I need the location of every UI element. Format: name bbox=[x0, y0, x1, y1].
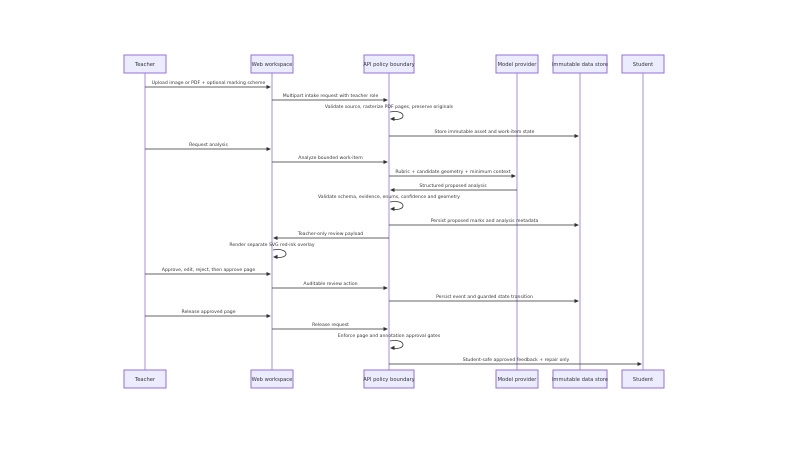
actor-label-model-top: Model provider bbox=[498, 62, 538, 68]
message-17: Enforce page and annotation approval gat… bbox=[338, 333, 441, 350]
message-3: Store immutable asset and work-item stat… bbox=[389, 129, 579, 138]
arrowhead-icon bbox=[383, 98, 388, 102]
message-label: Approve, edit, reject, then approve page bbox=[162, 267, 256, 273]
actor-box-student-top bbox=[621, 54, 665, 74]
arrowhead-icon bbox=[273, 236, 278, 240]
arrowhead-icon bbox=[266, 147, 271, 151]
actor-label-web-top: Web workspace bbox=[252, 62, 293, 68]
actors-top: Teacher Web workspace API policy boundary M… bbox=[123, 54, 665, 74]
message-label: Store immutable asset and work-item stat… bbox=[435, 129, 535, 135]
actor-label-teacher-bottom: Teacher bbox=[134, 377, 156, 383]
self-message-line bbox=[389, 111, 404, 120]
actor-box-store-bottom bbox=[552, 369, 608, 389]
arrowhead-icon bbox=[637, 362, 642, 366]
message-5: Analyze bounded work-item bbox=[272, 155, 388, 164]
arrowhead-icon bbox=[383, 160, 388, 164]
arrowhead-icon bbox=[273, 254, 278, 259]
arrowhead-icon bbox=[266, 272, 271, 276]
self-message-line bbox=[389, 201, 404, 210]
message-label: Persist event and guarded state transiti… bbox=[436, 294, 533, 300]
message-label: Request analysis bbox=[189, 142, 228, 148]
arrowhead-icon bbox=[390, 116, 395, 121]
message-label: Release approved page bbox=[181, 309, 235, 315]
message-7: Structured proposed analysis bbox=[390, 183, 517, 192]
actor-box-model-bottom bbox=[495, 369, 539, 389]
message-0: Upload image or PDF + optional marking s… bbox=[145, 80, 271, 89]
message-label: Rubric + candidate geometry + minimum co… bbox=[395, 169, 510, 175]
lifelines bbox=[144, 73, 644, 370]
message-4: Request analysis bbox=[145, 142, 271, 151]
message-label: Render separate SVG red-ink overlay bbox=[229, 242, 314, 248]
arrowhead-icon bbox=[383, 327, 388, 331]
message-11: Render separate SVG red-ink overlay bbox=[229, 242, 315, 259]
self-message-line bbox=[272, 249, 287, 258]
messages: Upload image or PDF + optional marking s… bbox=[145, 80, 642, 366]
message-label: Auditable review action bbox=[303, 281, 357, 287]
actor-label-teacher-top: Teacher bbox=[134, 62, 156, 68]
message-10: Teacher-only review payload bbox=[273, 231, 389, 240]
message-16: Release request bbox=[272, 322, 388, 331]
actor-label-store-top: Immutable data store bbox=[552, 62, 608, 68]
message-8: Validate schema, evidence, enums, confid… bbox=[318, 194, 460, 211]
message-14: Persist event and guarded state transiti… bbox=[389, 294, 579, 303]
message-label: Multipart intake request with teacher ro… bbox=[283, 93, 379, 99]
actor-label-student-bottom: Student bbox=[633, 377, 653, 383]
message-label: Structured proposed analysis bbox=[419, 183, 487, 189]
actor-box-api-bottom bbox=[363, 369, 415, 389]
actor-box-web-bottom bbox=[250, 369, 294, 389]
actor-box-store-top bbox=[552, 54, 608, 74]
actor-label-store-bottom: Immutable data store bbox=[552, 377, 608, 383]
message-label: Teacher-only review payload bbox=[297, 231, 363, 237]
message-label: Release request bbox=[312, 322, 349, 328]
arrowhead-icon bbox=[511, 174, 516, 178]
actor-box-student-bottom bbox=[621, 369, 665, 389]
message-9: Persist proposed marks and analysis meta… bbox=[389, 218, 579, 227]
message-label: Validate schema, evidence, enums, confid… bbox=[318, 194, 460, 200]
message-12: Approve, edit, reject, then approve page bbox=[145, 267, 271, 276]
actor-label-model-bottom: Model provider bbox=[498, 377, 538, 383]
actor-box-teacher-top bbox=[123, 54, 167, 74]
arrowhead-icon bbox=[390, 206, 395, 211]
message-18: Student-safe approved feedback + repair … bbox=[389, 357, 642, 366]
message-label: Upload image or PDF + optional marking s… bbox=[152, 80, 266, 86]
arrowhead-icon bbox=[390, 345, 395, 350]
actor-box-teacher-bottom bbox=[123, 369, 167, 389]
actors-bottom: Teacher Web workspace API policy boundary M… bbox=[123, 369, 665, 389]
message-label: Persist proposed marks and analysis meta… bbox=[431, 218, 539, 224]
message-2: Validate source, rasterize PDF pages, pr… bbox=[325, 104, 454, 121]
message-label: Student-safe approved feedback + repair … bbox=[463, 357, 570, 363]
actor-box-api-top bbox=[363, 54, 415, 74]
message-1: Multipart intake request with teacher ro… bbox=[272, 93, 388, 102]
actor-label-web-bottom: Web workspace bbox=[252, 377, 293, 383]
arrowhead-icon bbox=[574, 134, 579, 138]
actor-label-api-bottom: API policy boundary bbox=[363, 377, 415, 383]
message-13: Auditable review action bbox=[272, 281, 388, 290]
actor-label-api-top: API policy boundary bbox=[363, 62, 415, 68]
message-15: Release approved page bbox=[145, 309, 271, 318]
self-message-line bbox=[389, 340, 404, 349]
arrowhead-icon bbox=[266, 85, 271, 89]
actor-label-student-top: Student bbox=[633, 62, 653, 68]
message-label: Analyze bounded work-item bbox=[298, 155, 363, 161]
arrowhead-icon bbox=[574, 223, 579, 227]
actor-box-model-top bbox=[495, 54, 539, 74]
arrowhead-icon bbox=[266, 314, 271, 318]
message-label: Validate source, rasterize PDF pages, pr… bbox=[325, 104, 454, 110]
message-6: Rubric + candidate geometry + minimum co… bbox=[389, 169, 516, 178]
arrowhead-icon bbox=[574, 299, 579, 303]
message-label: Enforce page and annotation approval gat… bbox=[338, 333, 441, 339]
actor-box-web-top bbox=[250, 54, 294, 74]
arrowhead-icon bbox=[390, 188, 395, 192]
arrowhead-icon bbox=[383, 286, 388, 290]
